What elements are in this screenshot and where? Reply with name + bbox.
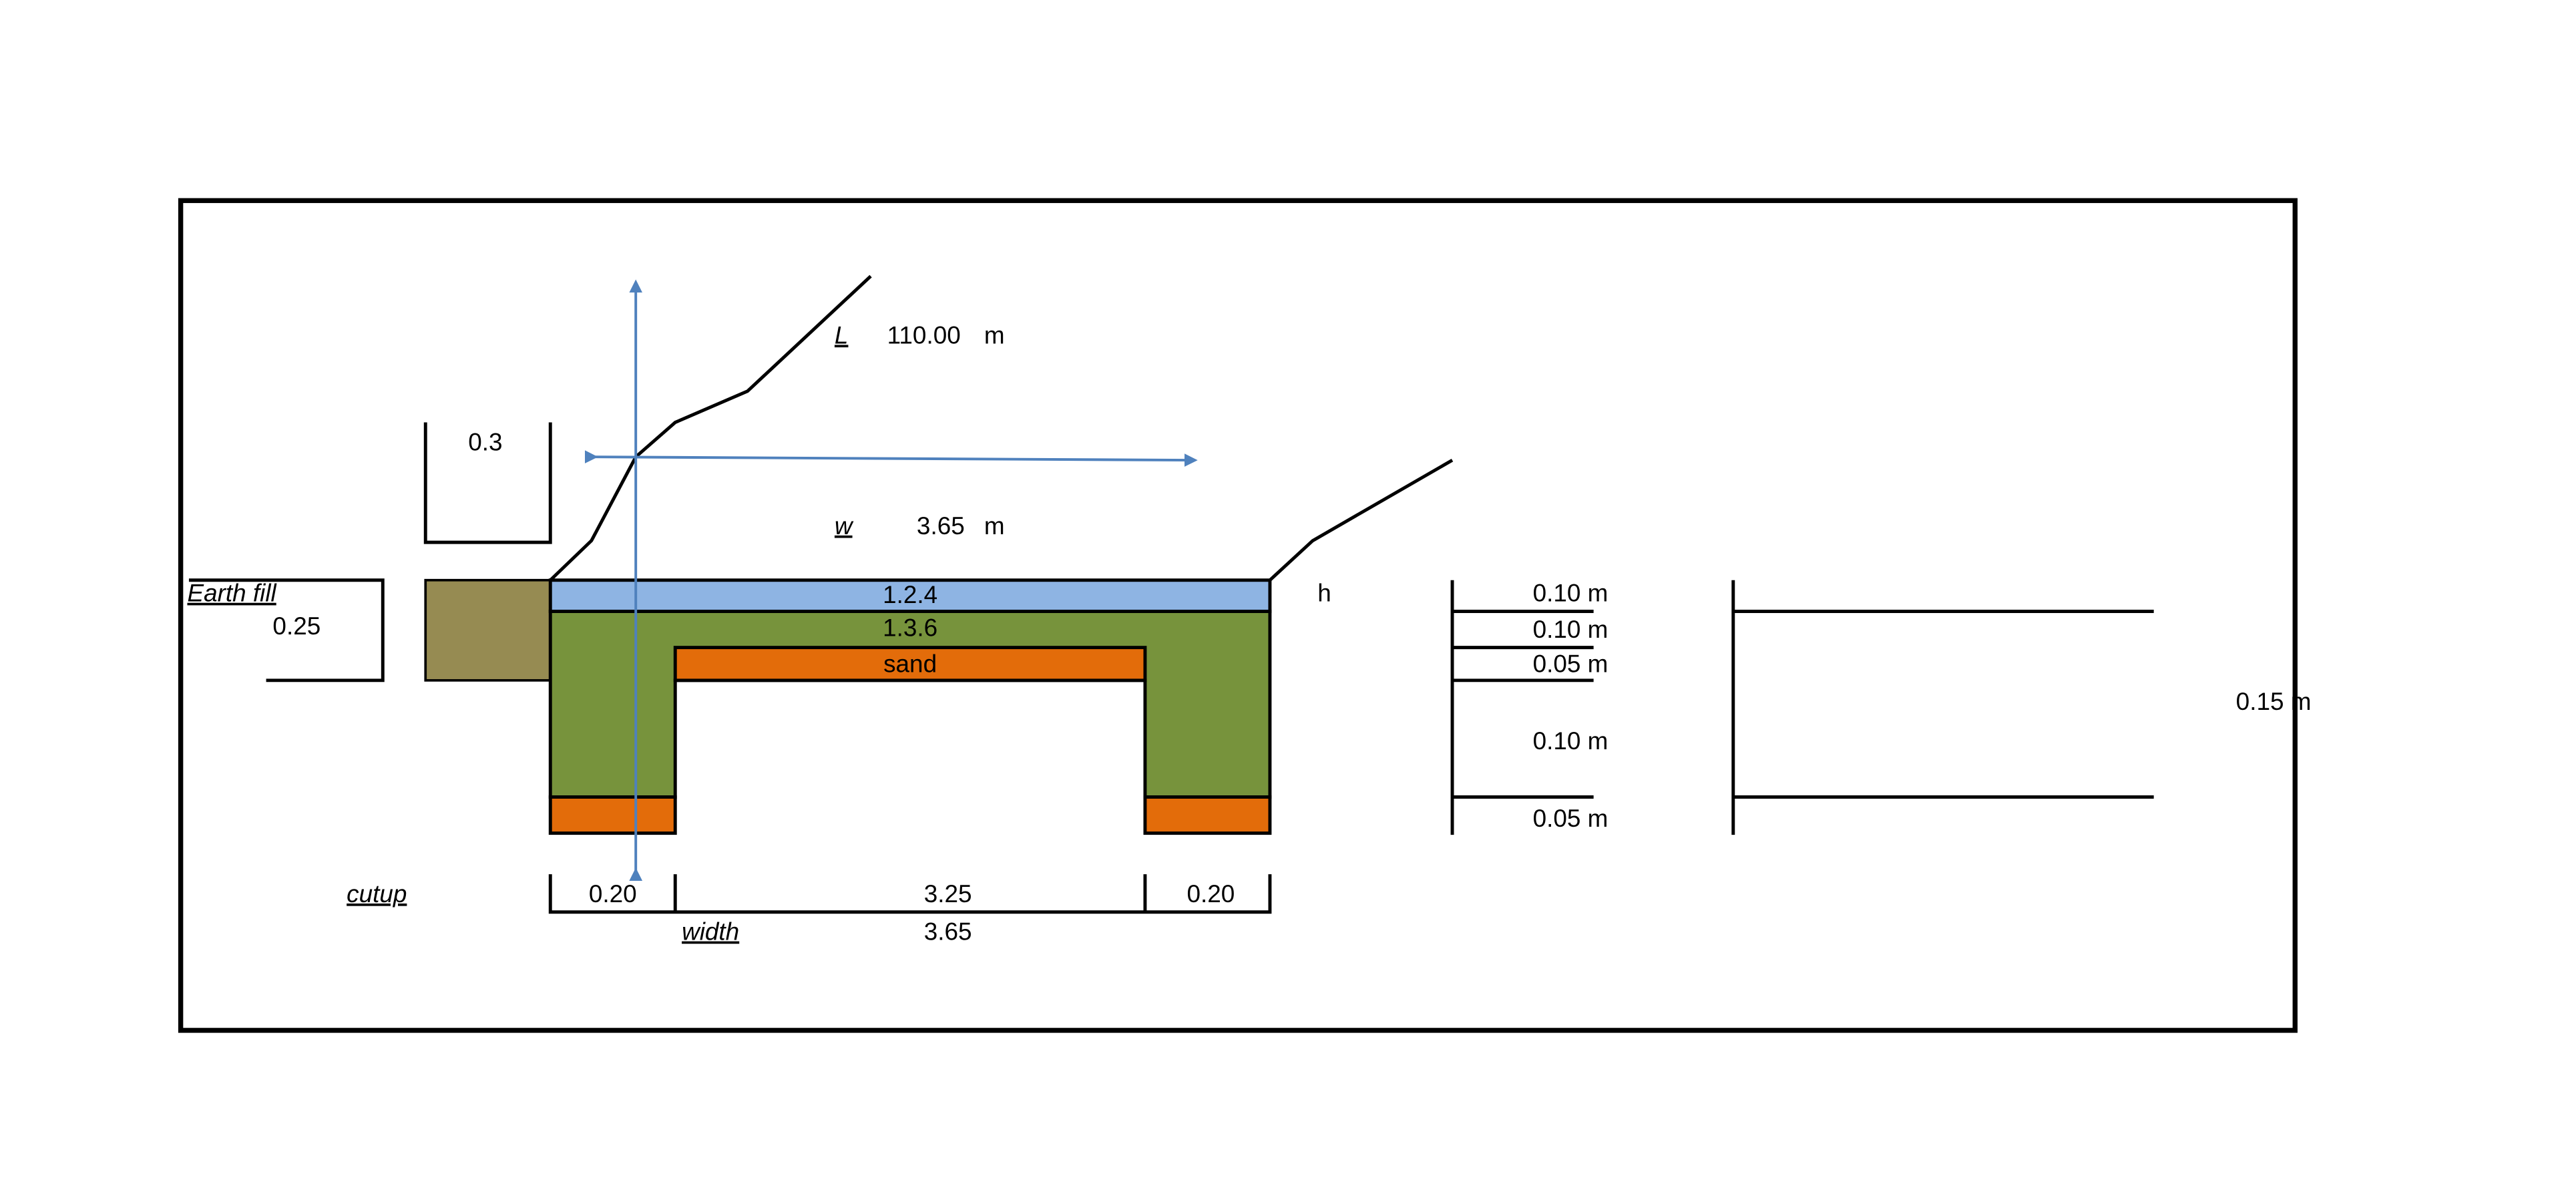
right-foot-sand (1143, 795, 1272, 835)
box-value: 0.3 (468, 428, 502, 455)
earth-fill-label: Earth fill (187, 580, 277, 607)
cutup-dimension-line (548, 874, 1272, 914)
left-slope-line (549, 274, 872, 582)
thickness-value: 0.10 m (1533, 580, 1608, 607)
w-label: w (835, 512, 854, 540)
L-value: 110.00 (887, 321, 961, 349)
right-slope-line (1269, 458, 1454, 582)
cut-left-value: 0.20 (589, 880, 637, 908)
earth-fill-block (424, 578, 552, 682)
width-value: 3.65 (924, 918, 972, 946)
frame (178, 198, 2298, 1033)
left-foot-sand (548, 795, 677, 835)
concrete-124-layer (548, 578, 1272, 613)
layer-136-label: 1.3.6 (883, 614, 937, 641)
width-label: width (682, 918, 739, 946)
layer-124-label: 1.2.4 (883, 581, 937, 608)
L-label: L (835, 321, 849, 349)
horizontal-axis-arrow (584, 450, 1198, 467)
cut-right-value: 0.20 (1187, 880, 1235, 908)
sand-layer (673, 646, 1147, 682)
box-0-3 (423, 422, 552, 544)
thickness-value: 0.10 m (1533, 727, 1608, 755)
cutup-label: cutup (347, 880, 407, 908)
earth-fill-value: 0.25 (272, 612, 320, 640)
earth-fill-bracket (188, 578, 385, 682)
thickness-value: 0.05 m (1533, 650, 1608, 678)
L-unit: m (984, 321, 1005, 349)
w-value: 3.65 (917, 512, 965, 540)
w-unit: m (984, 512, 1005, 540)
thickness-value: 0.05 m (1533, 805, 1608, 832)
cut-mid-value: 3.25 (924, 880, 972, 908)
sand-label: sand (883, 650, 937, 678)
side-value: 0.15 m (2236, 688, 2312, 715)
h-label: h (1317, 580, 1331, 607)
thickness-value: 0.10 m (1533, 616, 1608, 643)
